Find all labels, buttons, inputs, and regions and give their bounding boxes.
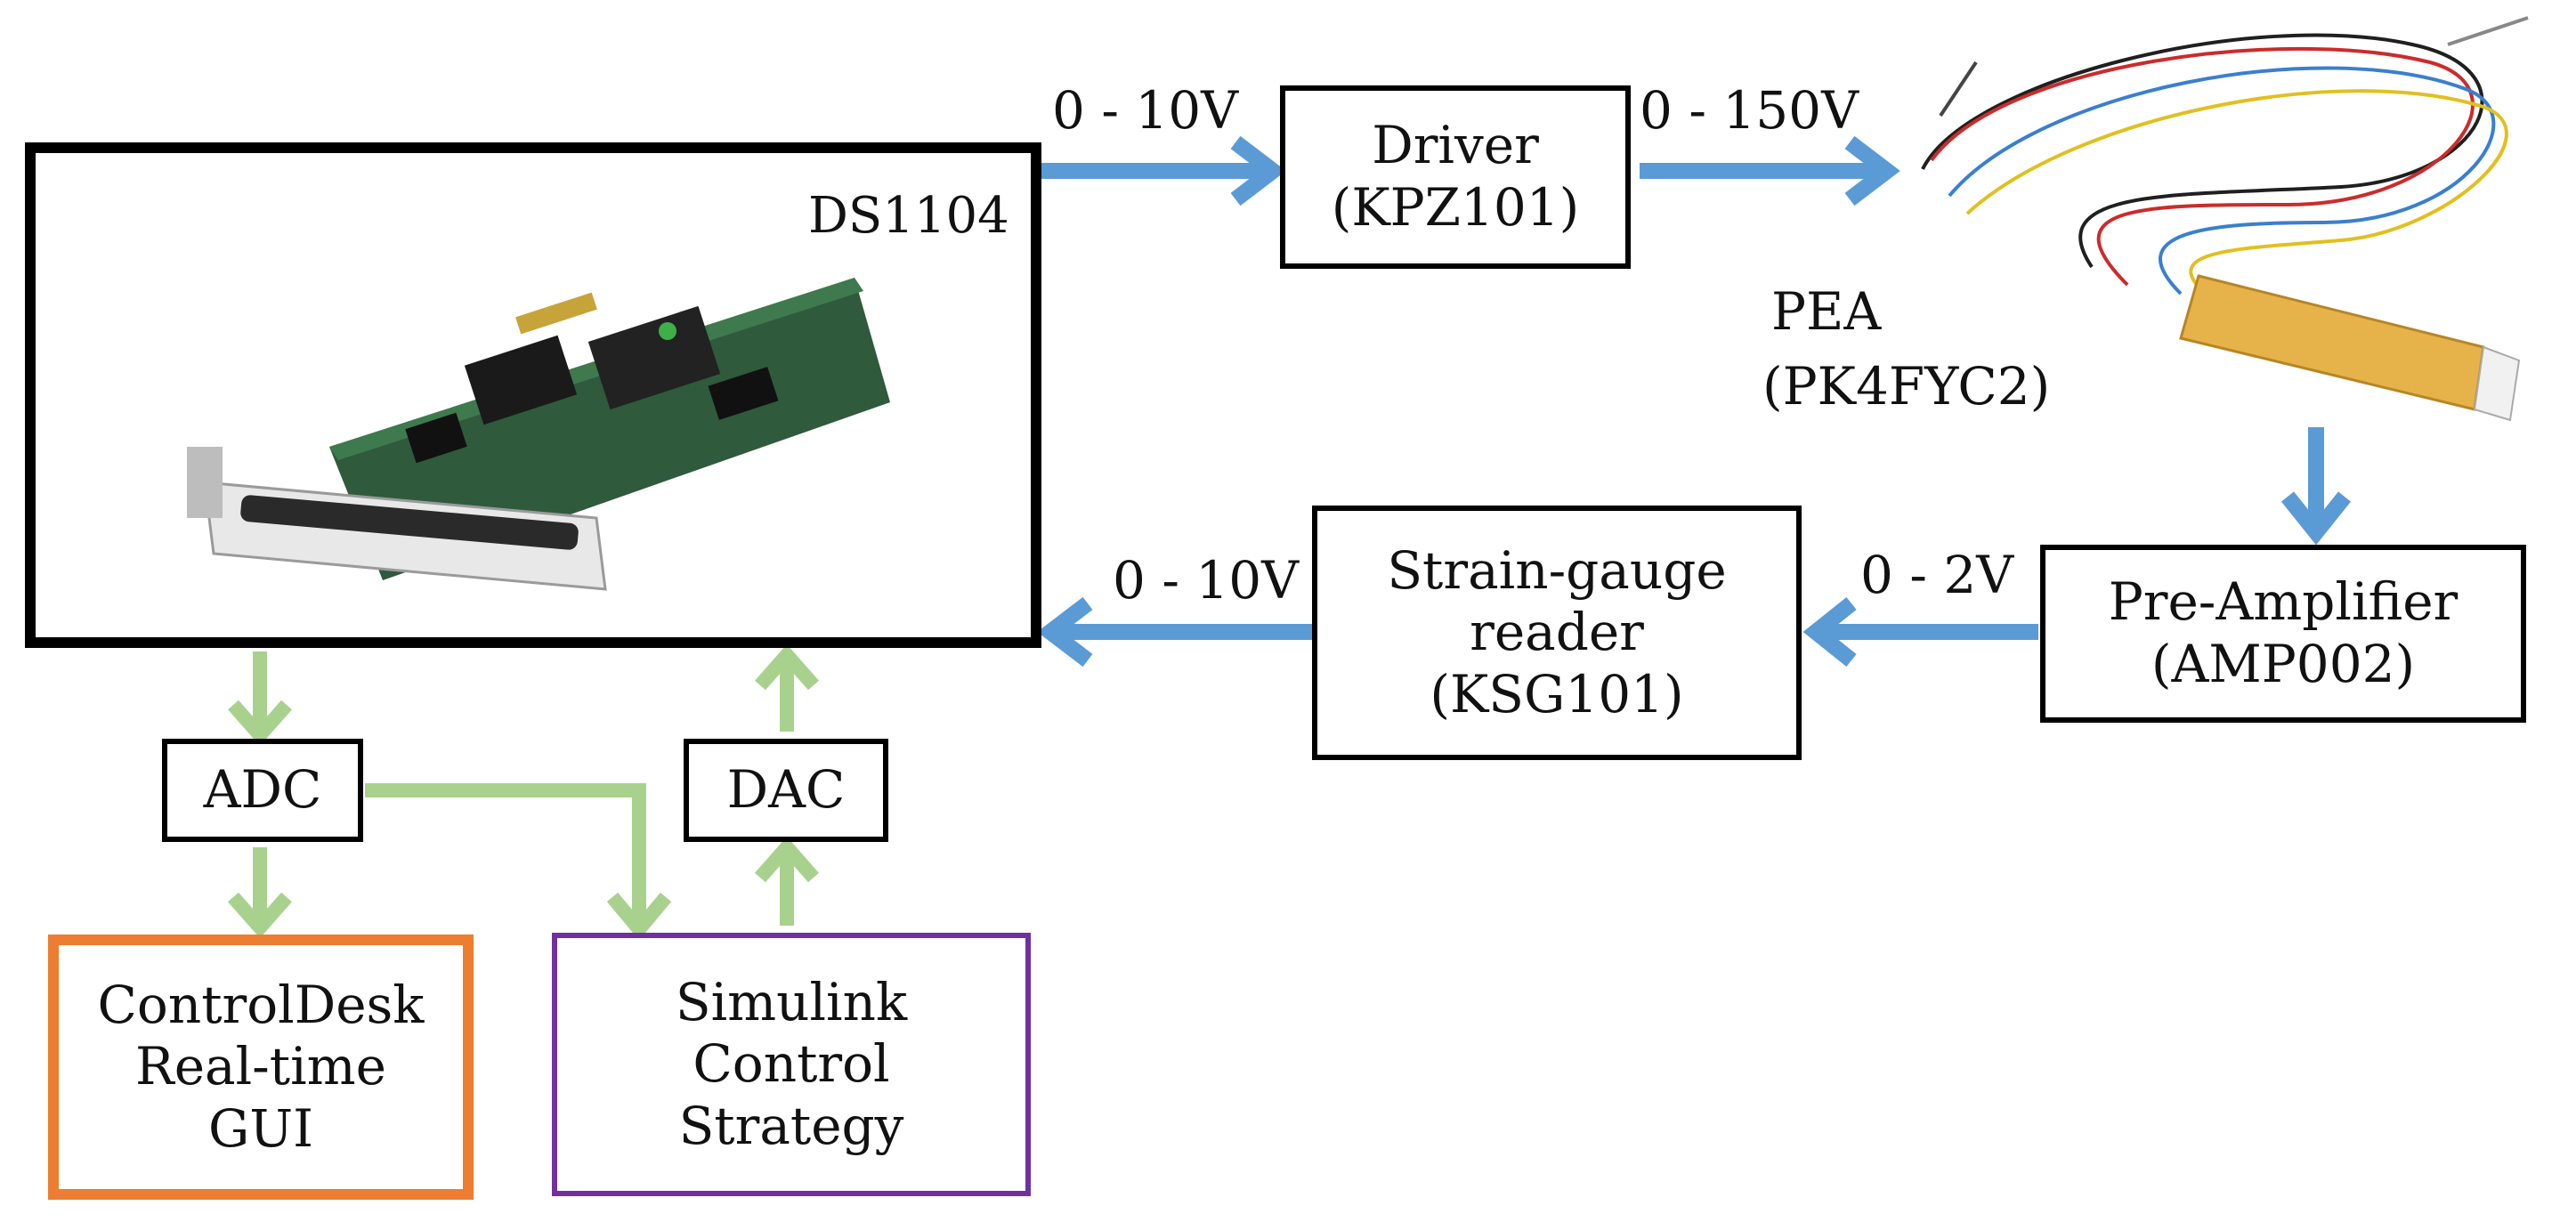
arrow-ds1104-to-driver [1033, 135, 1286, 206]
arrow-pea-to-preamp [2280, 427, 2352, 546]
reader-name-line2: reader [1470, 602, 1644, 663]
driver-box: Driver (KPZ101) [1280, 85, 1631, 269]
driver-name: Driver [1372, 115, 1539, 176]
arrow-simulink-to-dac [755, 836, 819, 926]
preamp-box: Pre-Amplifier (AMP002) [2040, 545, 2526, 723]
dac-box: DAC [684, 739, 888, 842]
signal-ds1104-to-driver: 0 - 10V [1052, 80, 1239, 141]
simulink-line1: Simulink [675, 971, 908, 1032]
ds1104-box [25, 142, 1041, 648]
arrow-adc-to-simulink [365, 783, 672, 941]
ds1104-label: DS1104 [808, 187, 1009, 245]
signal-reader-to-ds1104: 0 - 10V [1113, 550, 1300, 611]
arrow-driver-to-pea [1640, 135, 1900, 206]
preamp-name: Pre-Amplifier [2108, 571, 2459, 633]
arrow-ds1104-to-adc [228, 651, 292, 747]
adc-label: ADC [203, 759, 322, 821]
simulink-line2: Control [693, 1033, 890, 1095]
simulink-box: Simulink Control Strategy [552, 933, 1031, 1196]
signal-preamp-to-reader: 0 - 2V [1860, 545, 2014, 605]
simulink-line3: Strategy [678, 1095, 904, 1156]
driver-model: (KPZ101) [1331, 177, 1580, 238]
signal-driver-to-pea: 0 - 150V [1640, 80, 1859, 141]
preamp-model: (AMP002) [2151, 634, 2416, 694]
arrow-reader-to-ds1104 [1037, 596, 1317, 668]
pea-model: (PK4FYC2) [1762, 356, 2051, 417]
arrow-dac-to-ds1104 [755, 643, 819, 732]
controldesk-line1: ControlDesk [97, 974, 425, 1035]
strain-gauge-reader-box: Strain-gauge reader (KSG101) [1312, 506, 1802, 760]
reader-model: (KSG101) [1430, 663, 1684, 724]
controldesk-line3: GUI [207, 1097, 314, 1159]
dac-label: DAC [726, 759, 846, 821]
arrow-preamp-to-reader [1802, 596, 2038, 668]
adc-box: ADC [162, 739, 363, 842]
reader-name-line1: Strain-gauge [1387, 539, 1727, 601]
ds1104-board-image [187, 278, 890, 591]
arrow-adc-to-controldesk [228, 847, 292, 939]
pea-image [1921, 16, 2529, 422]
pea-name: PEA [1771, 281, 1882, 342]
controldesk-box: ControlDesk Real-time GUI [48, 935, 474, 1200]
controldesk-line2: Real-time [135, 1036, 386, 1097]
